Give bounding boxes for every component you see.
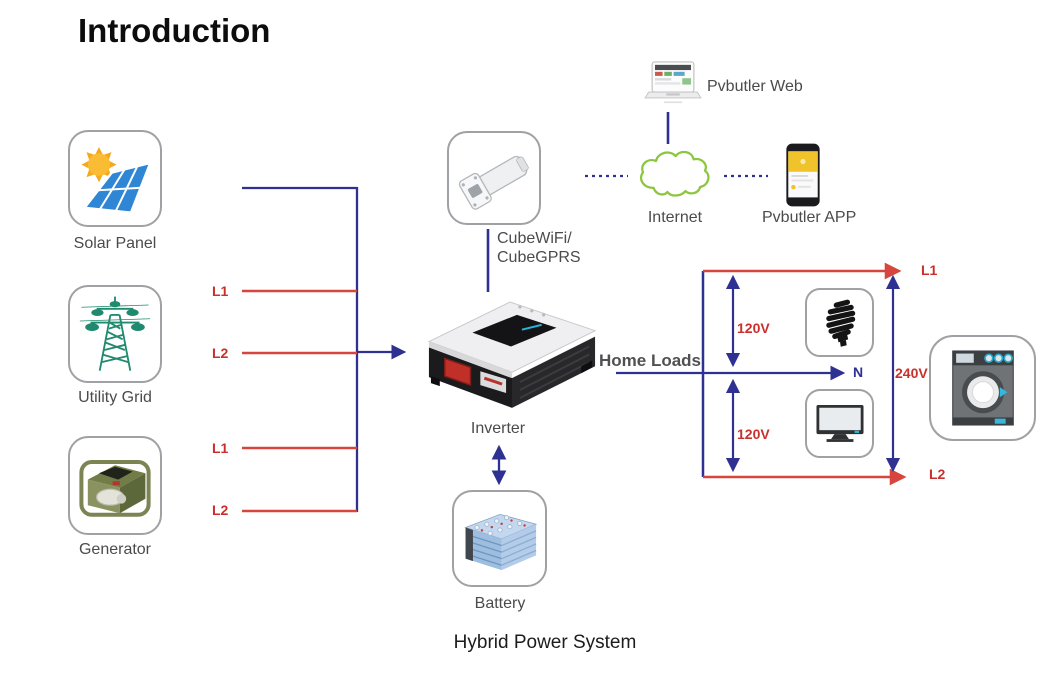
pvbutler-app-label: Pvbutler APP <box>762 209 857 226</box>
solar-panel-box <box>68 130 162 227</box>
cfl-bulb-icon <box>825 299 855 347</box>
gateway-label-line2: CubeGPRS <box>497 249 581 266</box>
generator-label: Generator <box>78 541 152 558</box>
output-l2-label: L2 <box>929 466 946 482</box>
voltage-full-label: 240V <box>895 365 928 381</box>
gateway-label-line1: CubeWiFi/ <box>497 230 572 247</box>
utility-grid-label: Utility Grid <box>78 389 152 406</box>
voltage-top-label: 120V <box>737 320 770 336</box>
voltage-bottom-label: 120V <box>737 426 770 442</box>
utility-l2-label: L2 <box>212 345 229 361</box>
washer-box <box>929 335 1036 441</box>
battery-label: Battery <box>474 595 526 612</box>
solar-panel-label: Solar Panel <box>73 235 157 252</box>
tv-box <box>805 389 874 458</box>
bulb-box <box>805 288 874 357</box>
inverter-icon <box>427 301 597 408</box>
washing-machine-icon <box>951 350 1014 426</box>
generator-icon <box>79 459 151 517</box>
solar-panel-icon <box>81 146 152 214</box>
generator-l2-label: L2 <box>212 502 229 518</box>
internet-label: Internet <box>647 209 703 226</box>
generator-box <box>68 436 162 535</box>
cube-wifi-icon <box>458 155 529 210</box>
diagram-caption: Hybrid Power System <box>453 632 637 653</box>
home-loads-label: Home Loads <box>599 351 702 370</box>
page-title: Introduction <box>78 12 271 49</box>
battery-box <box>452 490 547 587</box>
neutral-label: N <box>853 364 864 380</box>
utility-grid-box <box>68 285 162 383</box>
gateway-box <box>447 131 541 225</box>
tv-icon <box>815 404 864 442</box>
internet-cloud-icon <box>639 150 710 197</box>
utility-l1-label: L1 <box>212 283 229 299</box>
generator-l1-label: L1 <box>212 440 229 456</box>
pvbutler-web-label: Pvbutler Web <box>707 78 803 95</box>
battery-icon <box>463 513 537 570</box>
inverter-label: Inverter <box>470 420 526 437</box>
utility-grid-icon <box>79 296 151 371</box>
pvbutler-web-icon <box>644 61 702 104</box>
output-l1-label: L1 <box>921 262 938 278</box>
pvbutler-app-icon <box>786 143 820 207</box>
